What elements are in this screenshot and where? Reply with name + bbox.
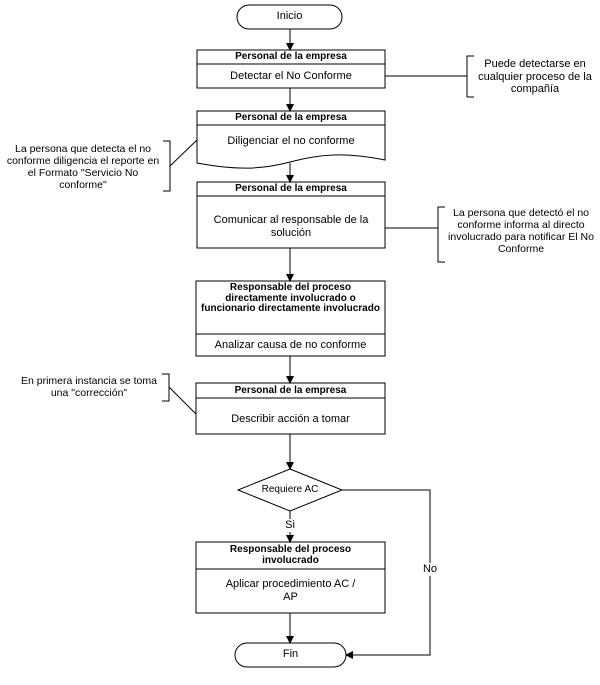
decision-no-label: No bbox=[416, 563, 444, 576]
start-label: Inicio bbox=[276, 10, 303, 22]
step4-role: Responsable del proceso directamente inv… bbox=[201, 282, 380, 314]
note-diligencia: La persona que detecta el no conforme di… bbox=[6, 143, 160, 192]
annotation-connectors bbox=[162, 55, 474, 415]
step5-action: Describir acción a tomar bbox=[231, 413, 350, 425]
step3-role: Personal de la empresa bbox=[235, 183, 347, 194]
step6-role: Responsable del proceso involucrado bbox=[229, 544, 352, 566]
step6-action: Aplicar procedimiento AC / AP bbox=[225, 578, 356, 603]
step4-action: Analizar causa de no conforme bbox=[214, 339, 367, 351]
note-informa: La persona que detectó el no conforme in… bbox=[448, 207, 594, 256]
step5-box bbox=[195, 382, 386, 435]
step1-box bbox=[196, 49, 386, 89]
end-label: Fin bbox=[282, 648, 299, 660]
decision-yes-label: Si bbox=[278, 519, 302, 532]
step2-action: Diligenciar el no conforme bbox=[227, 135, 355, 147]
decision-label: Requiere AC bbox=[261, 484, 319, 495]
step1-role: Personal de la empresa bbox=[235, 51, 347, 62]
step2-role: Personal de la empresa bbox=[235, 112, 347, 123]
step3-box bbox=[196, 181, 386, 249]
step5-role: Personal de la empresa bbox=[234, 385, 347, 396]
step1-action: Detectar el No Conforme bbox=[230, 70, 352, 82]
step4-box bbox=[195, 280, 386, 357]
step3-action: Comunicar al responsable de la solución bbox=[213, 214, 369, 239]
note-correccion: En primera instancia se toma una "correc… bbox=[21, 375, 157, 400]
note-detection: Puede detectarse en cualquier proceso de… bbox=[478, 58, 592, 96]
step6-box bbox=[195, 541, 386, 614]
